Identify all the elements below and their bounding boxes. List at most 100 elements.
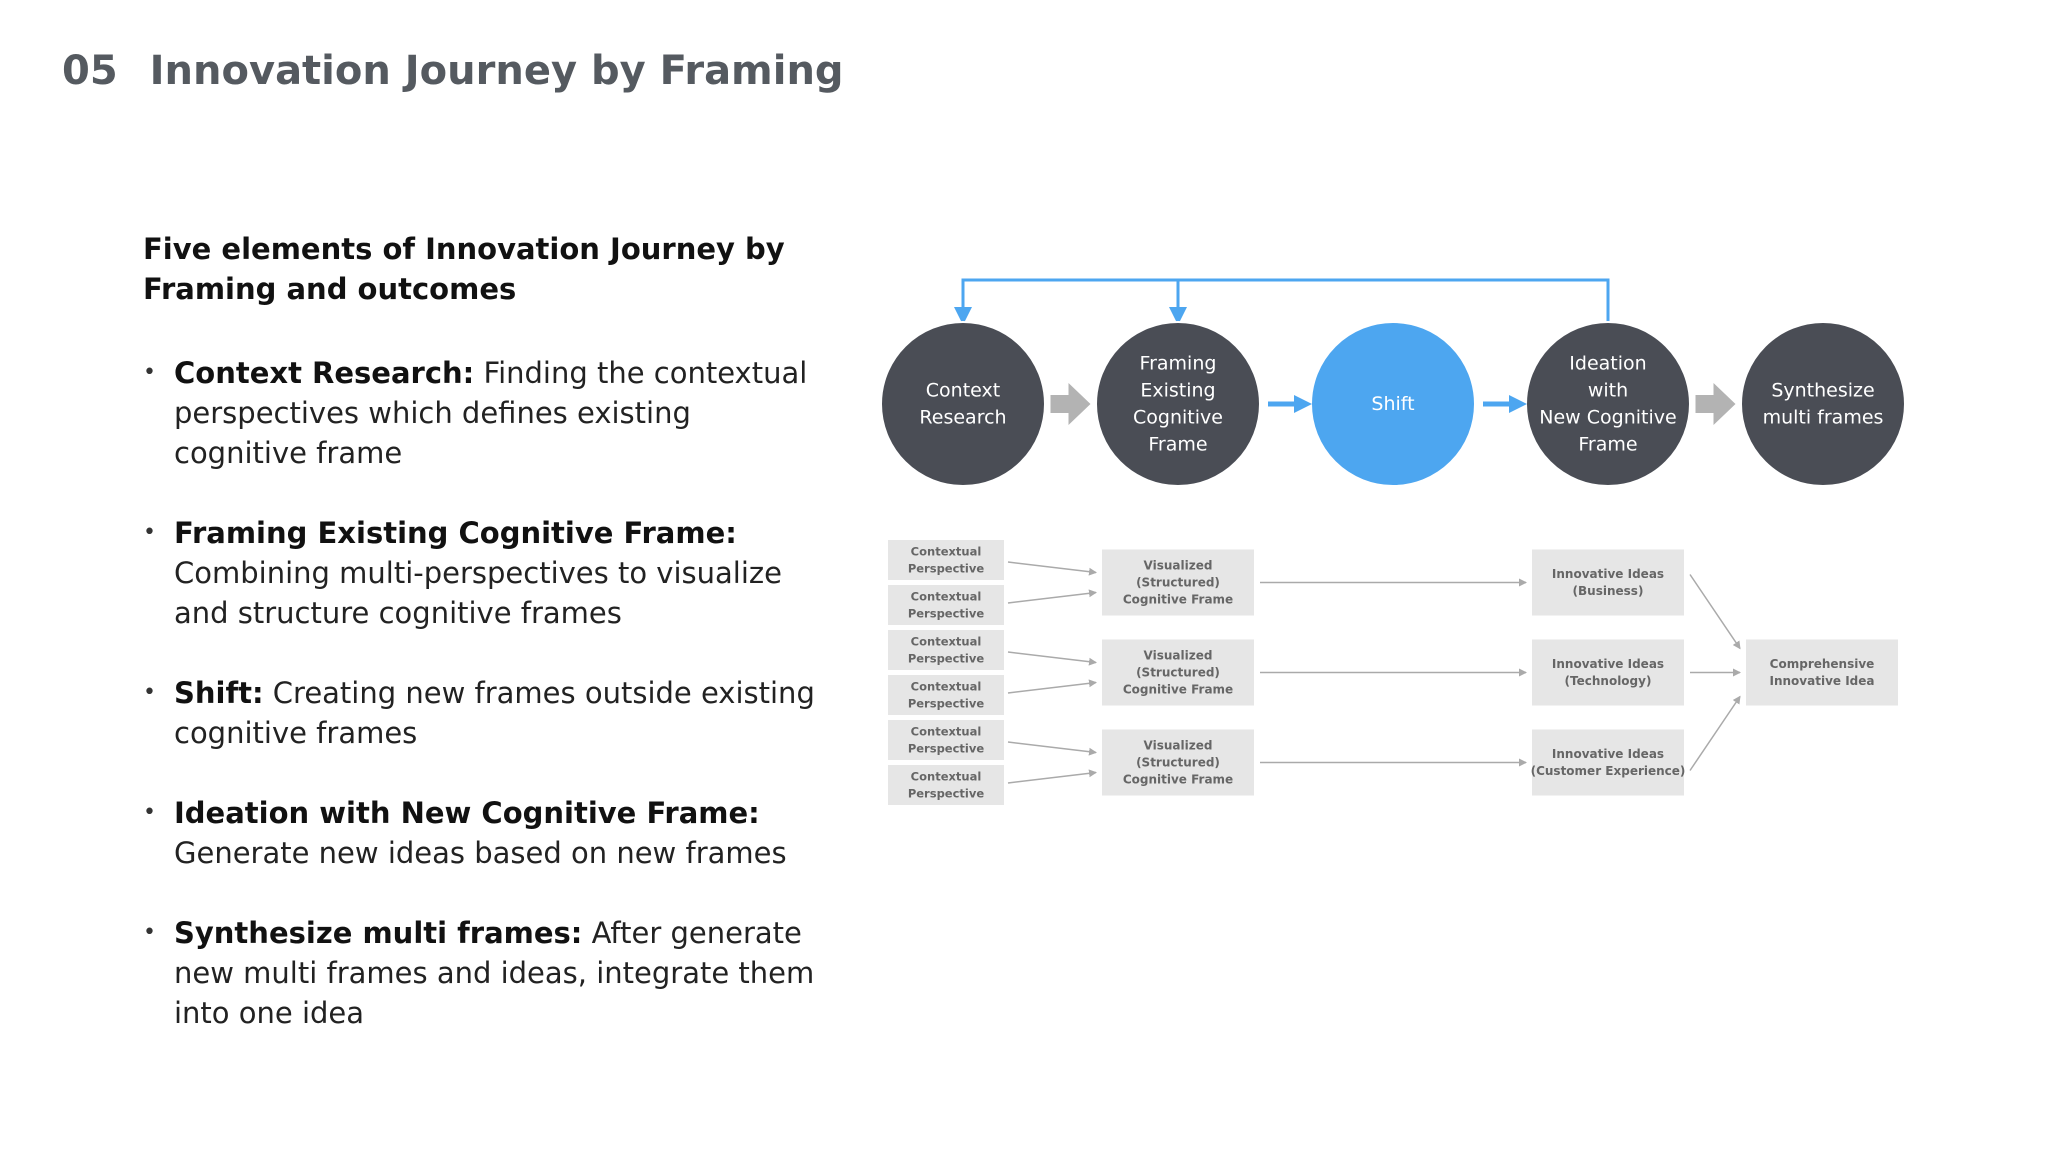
- label-line: New Cognitive: [1539, 407, 1676, 429]
- section-number: 05: [62, 48, 118, 94]
- label-line: Perspective: [908, 607, 985, 621]
- connector-arrow: [1689, 574, 1741, 650]
- stage-disc: [1740, 321, 1906, 487]
- element-description: Generate new ideas based on new frames: [174, 836, 787, 870]
- stage-circle: Synthesize multi frames: [1740, 321, 1906, 487]
- box-bg: [888, 675, 1004, 715]
- element-context-research: Context Research: Finding the contextual…: [143, 353, 823, 473]
- stage-disc: [880, 321, 1046, 487]
- page-title: 05 Innovation Journey by Framing: [62, 48, 844, 94]
- label-line: Ideation: [1569, 353, 1646, 375]
- label-line: Visualized: [1144, 649, 1213, 663]
- element-term: Framing Existing Cognitive Frame:: [174, 516, 737, 550]
- stage-disc: [1525, 321, 1691, 487]
- section-subtitle: Five elements of Innovation Journey by F…: [143, 232, 785, 306]
- label-line: Cognitive Frame: [1123, 773, 1233, 787]
- box-bg: [888, 630, 1004, 670]
- label-line: Perspective: [908, 697, 985, 711]
- label-line: Innovative Idea: [1770, 674, 1875, 688]
- box-label: Innovative Ideas(Customer Experience): [1531, 747, 1686, 778]
- label-line: Perspective: [908, 742, 985, 756]
- box-bg: [888, 720, 1004, 760]
- stage-disc: [1095, 321, 1261, 487]
- box-bg: [1102, 639, 1254, 706]
- box-label: Visualized (Structured) Cognitive Frame: [1123, 559, 1233, 607]
- element-description: Combining multi-perspectives to visualiz…: [174, 556, 782, 630]
- label-line: (Structured): [1136, 666, 1220, 680]
- stage-arrow-gray: [1695, 383, 1736, 425]
- box-bg: [1102, 549, 1254, 616]
- label-line: Cognitive Frame: [1123, 683, 1233, 697]
- frame-box: Visualized (Structured) Cognitive Frame: [1102, 639, 1254, 706]
- element-synthesize: Synthesize multi frames: After generate …: [143, 913, 823, 1033]
- label-line: (Technology): [1565, 674, 1652, 688]
- element-description: Creating new frames outside existing cog…: [174, 676, 815, 750]
- label-line: multi frames: [1763, 407, 1884, 429]
- connector-arrow: [1007, 589, 1097, 604]
- label-line: Contextual: [911, 545, 982, 559]
- label-line: (Customer Experience): [1531, 764, 1686, 778]
- label-line: Contextual: [911, 680, 982, 694]
- label-line: Cognitive Frame: [1123, 593, 1233, 607]
- connector-arrow: [1007, 769, 1097, 784]
- box-bg: [888, 540, 1004, 580]
- box-label: Visualized (Structured) Cognitive Frame: [1123, 649, 1233, 697]
- box-bg: [1102, 729, 1254, 796]
- title-text: Innovation Journey by Framing: [149, 48, 844, 94]
- element-description: Finding the contextual perspectives whic…: [174, 356, 808, 470]
- element-description: After generate new multi frames and idea…: [174, 916, 815, 1030]
- label-line: Research: [919, 407, 1006, 429]
- label-line: Frame: [1148, 434, 1207, 456]
- label-line: Visualized: [1144, 559, 1213, 573]
- label-line: Contextual: [911, 725, 982, 739]
- connector-arrow: [1007, 561, 1097, 576]
- box-bg: [888, 765, 1004, 805]
- feedback-loop-arrow: [954, 278, 1610, 325]
- label-line: Perspective: [908, 787, 985, 801]
- label-line: (Business): [1573, 584, 1644, 598]
- label-line: Perspective: [908, 652, 985, 666]
- label-line: Visualized: [1144, 739, 1213, 753]
- element-shift: Shift: Creating new frames outside exist…: [143, 673, 823, 753]
- label-line: (Structured): [1136, 576, 1220, 590]
- label-line: Synthesize: [1771, 380, 1874, 402]
- box-label: Visualized(Structured)Cognitive Frame: [1123, 739, 1233, 787]
- element-term: Ideation with New Cognitive Frame:: [174, 796, 760, 830]
- elements-panel: Five elements of Innovation Journey by F…: [143, 229, 823, 1073]
- element-ideation: Ideation with New Cognitive Frame: Gener…: [143, 793, 823, 873]
- elements-list: Context Research: Finding the contextual…: [143, 353, 823, 1033]
- label-line: Framing: [1140, 353, 1217, 375]
- label-line: Contextual: [911, 590, 982, 604]
- connector-arrow: [1007, 679, 1097, 694]
- innovation-journey-diagram: ContextResearchFramingExistingCognitiveF…: [880, 278, 1906, 805]
- label-line: with: [1588, 380, 1628, 402]
- stage-label: Synthesize multi frames: [1763, 380, 1884, 429]
- label-line: Cognitive: [1133, 407, 1223, 429]
- box-label: Innovative Ideas(Technology): [1552, 657, 1664, 688]
- stage-circle: Shift: [1310, 321, 1476, 487]
- stage-arrow-gray: [1050, 383, 1091, 425]
- label-line: Perspective: [908, 562, 985, 576]
- box-bg: [1532, 549, 1684, 616]
- label-line: Frame: [1578, 434, 1637, 456]
- idea-box: Innovative Ideas(Technology): [1532, 639, 1684, 706]
- label-line: Comprehensive: [1770, 657, 1875, 671]
- label-line: Shift: [1371, 393, 1414, 415]
